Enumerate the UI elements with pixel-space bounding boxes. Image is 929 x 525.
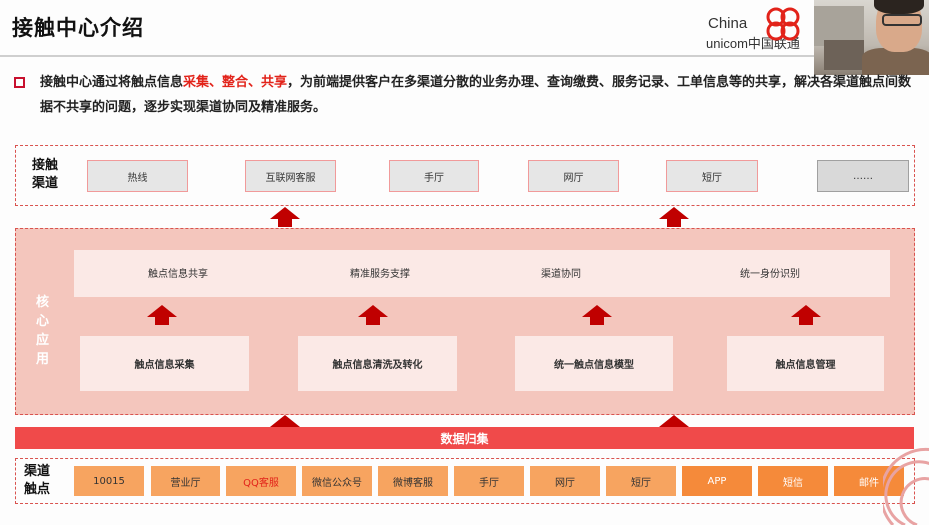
channel-more: ……	[817, 160, 909, 192]
up-arrow-icon	[270, 415, 300, 427]
core-item-channel-collab: 渠道协同	[541, 269, 581, 280]
touchpoint-wechat-account: 微信公众号	[302, 466, 372, 496]
up-arrow-icon	[659, 415, 689, 427]
china-unicom-logo: China unicom中国联通	[706, 7, 814, 55]
corner-decoration	[883, 447, 929, 525]
core-box-model: 统一触点信息模型	[515, 336, 673, 391]
core-item-identity: 统一身份识别	[740, 269, 800, 280]
touchpoint-sms-hall: 短厅	[606, 466, 676, 496]
core-box-collection: 触点信息采集	[80, 336, 249, 391]
core-top-band	[74, 250, 890, 297]
logo-line1: China	[708, 15, 748, 32]
touchpoint-mobile-hall: 手厅	[454, 466, 524, 496]
contact-channels-frame	[15, 145, 915, 206]
core-item-info-sharing: 触点信息共享	[148, 269, 208, 280]
channel-mobile-hall: 手厅	[389, 160, 479, 192]
core-item-precision-service: 精准服务支撑	[350, 269, 410, 280]
channel-sms-hall: 短厅	[666, 160, 758, 192]
title-divider	[0, 55, 929, 57]
touchpoints-label: 渠道 触点	[24, 464, 51, 497]
touchpoint-weibo-service: 微博客服	[378, 466, 448, 496]
core-application-label: 核 心 应 用	[36, 295, 50, 367]
touchpoint-qq-service: QQ客服	[226, 466, 296, 496]
bullet-icon	[14, 77, 25, 88]
data-collection-bar: 数据归集	[15, 427, 914, 449]
channel-hotline: 热线	[87, 160, 188, 192]
intro-highlight: 采集、整合、共享	[183, 75, 288, 90]
up-arrow-icon	[270, 207, 300, 227]
touchpoint-10015: 10015	[74, 466, 144, 496]
up-arrow-icon	[582, 305, 612, 325]
intro-paragraph: 接触中心通过将触点信息采集、整合、共享，为前端提供客户在多渠道分散的业务办理、查…	[14, 70, 914, 120]
channel-internet-service: 互联网客服	[245, 160, 336, 192]
up-arrow-icon	[147, 305, 177, 325]
webcam-video-overlay	[814, 0, 929, 75]
unicom-knot-icon	[766, 7, 800, 41]
touchpoint-business-hall: 营业厅	[151, 466, 220, 496]
core-box-management: 触点信息管理	[727, 336, 884, 391]
touchpoint-app: APP	[682, 466, 752, 496]
touchpoint-email: 邮件	[834, 466, 904, 496]
intro-suffix: ，为前端提供客户在多渠道分散的业务办理、查询缴费、服务记录、工单信息等的共享，解…	[40, 75, 912, 115]
touchpoint-web-hall: 网厅	[530, 466, 600, 496]
core-box-cleaning: 触点信息清洗及转化	[298, 336, 457, 391]
up-arrow-icon	[791, 305, 821, 325]
intro-prefix: 接触中心通过将触点信息	[40, 75, 184, 90]
up-arrow-icon	[358, 305, 388, 325]
contact-channels-label: 接触 渠道	[32, 158, 59, 191]
slide-title: 接触中心介绍	[12, 16, 144, 40]
touchpoint-sms: 短信	[758, 466, 828, 496]
up-arrow-icon	[659, 207, 689, 227]
channel-web-hall: 网厅	[528, 160, 619, 192]
